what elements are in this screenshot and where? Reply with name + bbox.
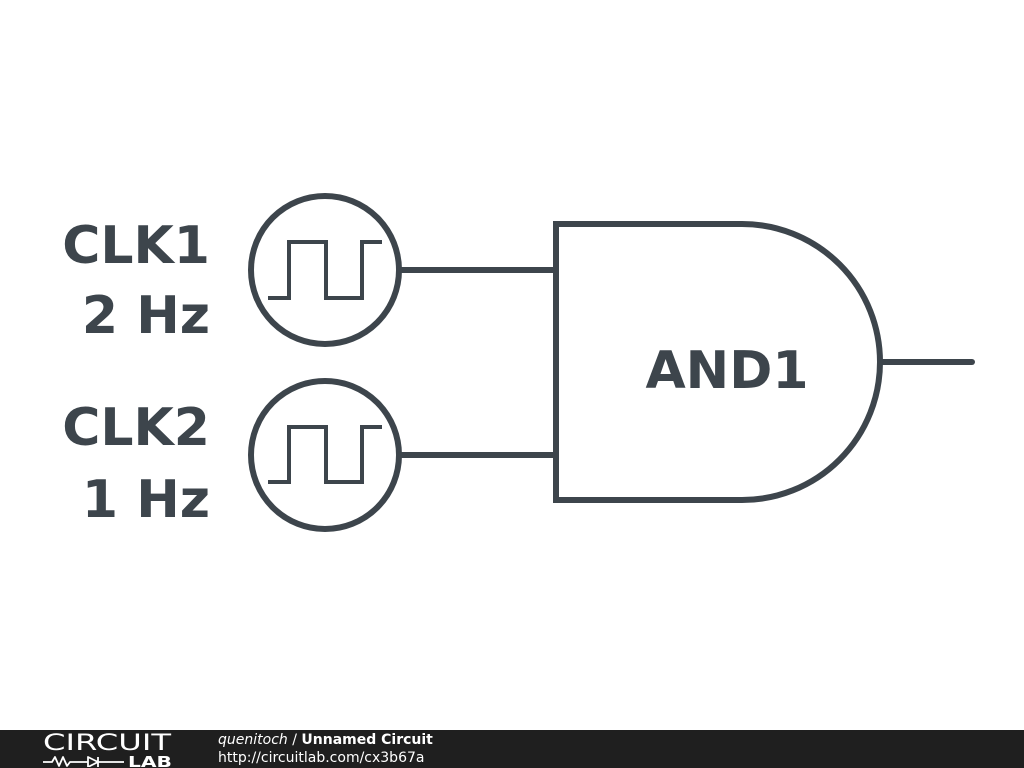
clk2-source[interactable] [248,378,402,532]
clk1-frequency-label: 2 Hz [82,286,210,346]
clk2-square-wave-icon [268,425,382,484]
and-gate-body [553,221,883,503]
circuit-title: Unnamed Circuit [301,732,433,748]
author-name[interactable]: quenitoch [218,732,288,748]
clk1-source[interactable] [248,193,402,347]
logo-lab-text: LAB [128,753,172,767]
and-gate-label: AND1 [645,341,808,401]
footer-info: quenitoch / Unnamed Circuit http://circu… [218,731,433,767]
footer-bar: CIRCUIT LAB quenitoch / Unnamed Circuit … [0,730,1024,768]
clk1-square-wave-icon [268,240,382,300]
circuitlab-logo[interactable]: CIRCUIT LAB [42,731,174,767]
logo-resistor-diode-icon [43,756,124,767]
title-separator: / [287,732,302,748]
clk2-name-label: CLK2 [62,398,210,458]
and-gate[interactable]: AND1 [553,221,883,503]
schematic-diagram: CLK1 2 Hz CLK2 1 Hz AND1 [62,193,975,532]
circuit-url-link[interactable]: http://circuitlab.com/cx3b67a [218,750,425,766]
logo-circuit-text: CIRCUIT [43,731,172,756]
clk2-frequency-label: 1 Hz [82,470,210,530]
clk1-name-label: CLK1 [62,216,210,276]
